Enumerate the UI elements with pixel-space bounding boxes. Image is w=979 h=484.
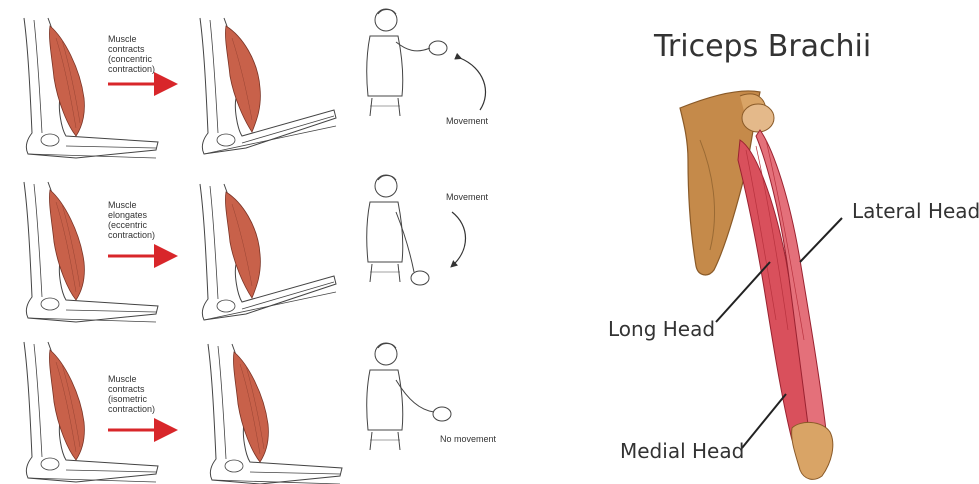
elbow-bone [792,422,833,479]
dumbbell-icon [429,41,447,55]
row-3-label-3: (isometric [108,394,148,404]
row-isometric: Muscle contracts (isometric contraction)… [24,342,497,484]
triceps-panel: Triceps Brachii Lateral Head Long Head M… [560,0,979,484]
dumbbell-icon [411,271,429,285]
row-3-label-1: Muscle [108,374,137,384]
lateral-head-label: Lateral Head [852,199,979,223]
row-concentric: Muscle contracts (concentric contraction… [24,9,489,158]
row-2-movement: Movement [446,192,489,202]
row-1-label-3: (concentric [108,54,153,64]
triceps-title: Triceps Brachii [653,29,871,64]
row-1-movement: Movement [446,116,489,126]
movement-arrow-icon [460,58,486,110]
row-1-label-2: contracts [108,44,145,54]
row-3-movement: No movement [440,434,497,444]
row-3-label-4: contraction) [108,404,155,414]
contraction-diagram: Muscle contracts (concentric contraction… [0,0,560,484]
row-3-label-2: contracts [108,384,145,394]
row-2-label-1: Muscle [108,200,137,210]
movement-arrow-icon [452,212,466,266]
lateral-pointer-line [800,218,842,262]
long-head-label: Long Head [608,317,715,341]
row-2-label-2: elongates [108,210,148,220]
row-eccentric: Muscle elongates (eccentric contraction)… [24,175,489,322]
dumbbell-icon [433,407,451,421]
triceps-diagram: Triceps Brachii Lateral Head Long Head M… [560,0,979,484]
row-1-label-4: contraction) [108,64,155,74]
long-pointer-line [716,262,770,322]
row-1-label-1: Muscle [108,34,137,44]
row-2-label-4: contraction) [108,230,155,240]
medial-head-label: Medial Head [620,439,744,463]
contraction-types-panel: Muscle contracts (concentric contraction… [0,0,560,484]
row-2-label-3: (eccentric [108,220,148,230]
medial-pointer-line [742,394,786,448]
